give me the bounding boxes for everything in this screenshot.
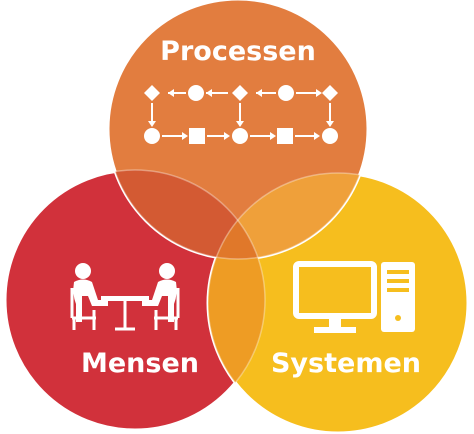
meeting-people-icon (70, 263, 180, 331)
overlap-mensen-processen (108, 170, 265, 259)
mensen-label: Mensen (81, 348, 199, 379)
process-flow-icon (144, 85, 338, 144)
overlap-processen-systemen (208, 173, 368, 259)
processen-label: Processen (160, 36, 316, 67)
systemen-label: Systemen (271, 348, 421, 379)
computer-icon (293, 261, 415, 333)
